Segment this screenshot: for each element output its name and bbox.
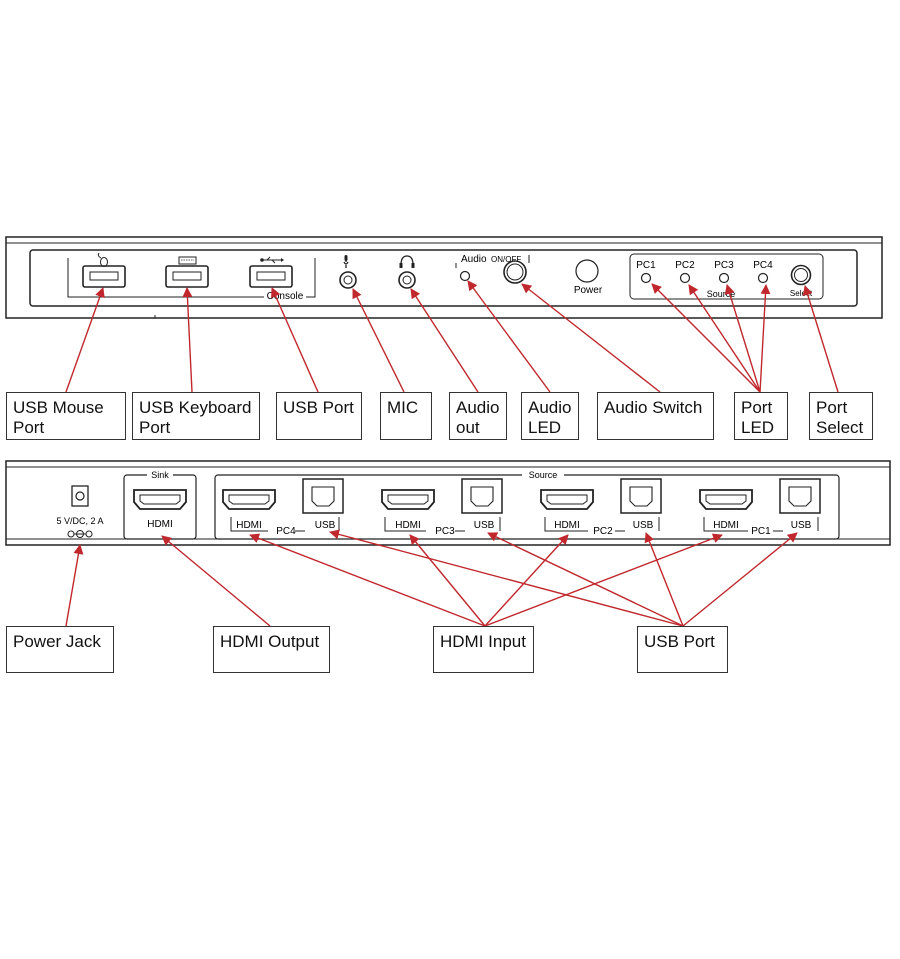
arrow-power-jack xyxy=(65,544,84,627)
mic-icon xyxy=(344,255,348,261)
select-label: Select xyxy=(790,289,813,298)
pc1-usb-port xyxy=(779,478,821,514)
arrow-pc4-led xyxy=(759,284,771,393)
pc3-usb-label: USB xyxy=(474,520,495,531)
arrow-hdmi-in-pc2 xyxy=(484,534,569,627)
power-spec-label: 5 V/DC, 2 A xyxy=(56,516,103,526)
pc2-hdmi-label: HDMI xyxy=(554,520,580,531)
arrow-usb-pc1 xyxy=(682,532,798,627)
power-label: Power xyxy=(574,285,603,296)
mic-jack xyxy=(339,255,357,289)
console-label: Console xyxy=(267,291,304,302)
callout-hdmi-input: HDMI Input xyxy=(433,626,534,673)
callout-mic: MIC xyxy=(380,392,432,440)
callout-usb-port-rear: USB Port xyxy=(637,626,728,673)
headphone-icon xyxy=(400,255,414,266)
pc4-label: PC4 xyxy=(276,526,296,537)
arrow-audio-led xyxy=(467,280,551,393)
pc1-hdmi-label: HDMI xyxy=(713,520,739,531)
audio-led xyxy=(459,270,471,282)
pc4-led xyxy=(757,272,769,284)
audio-onoff-label: ON/OFF xyxy=(491,255,521,264)
port-select-button xyxy=(790,264,812,286)
dc-polarity-icon xyxy=(67,530,93,538)
keyboard-icon xyxy=(178,256,197,265)
callout-audio-led: Audio LED xyxy=(521,392,579,440)
arrow-hdmi-in-pc3 xyxy=(409,534,486,627)
pc1-usb-label: USB xyxy=(791,520,812,531)
arrow-pc1-led xyxy=(651,283,761,393)
usb-console-port xyxy=(249,256,293,288)
pc3-label: PC3 xyxy=(435,526,455,537)
arrow-pc2-led xyxy=(688,284,761,393)
pc2-led xyxy=(679,272,691,284)
pc2-led-label: PC2 xyxy=(675,260,695,271)
callout-power-jack: Power Jack xyxy=(6,626,114,673)
arrow-hdmi-in-pc4 xyxy=(249,533,486,627)
front-panel: Console xyxy=(5,236,883,319)
pc2-hdmi-input xyxy=(540,489,594,510)
pc3-led-label: PC3 xyxy=(714,260,734,271)
rear-panel: 5 V/DC, 2 A Sink HDMI Source HDMI PC4 xyxy=(5,460,891,546)
pc4-hdmi-label: HDMI xyxy=(236,520,262,531)
sink-label: Sink xyxy=(151,470,169,480)
arrow-hdmi-output xyxy=(161,535,271,627)
pc4-led-label: PC4 xyxy=(753,260,773,271)
usb-icon xyxy=(260,256,284,264)
audio-label: Audio xyxy=(461,254,487,265)
front-source-label: Source xyxy=(707,289,736,299)
pc3-led xyxy=(718,272,730,284)
arrow-usb-pc2 xyxy=(644,532,684,627)
pc4-usb-port xyxy=(302,478,344,514)
arrow-mic xyxy=(352,288,405,393)
callout-usb-mouse-port: USB Mouse Port xyxy=(6,392,126,440)
callout-usb-port: USB Port xyxy=(276,392,362,440)
pc1-led xyxy=(640,272,652,284)
pc2-usb-label: USB xyxy=(633,520,654,531)
callout-usb-keyboard-port: USB Keyboard Port xyxy=(132,392,260,440)
pc1-hdmi-input xyxy=(699,489,753,510)
callout-audio-out: Audio out xyxy=(449,392,507,440)
front-arrows xyxy=(65,280,839,393)
pc3-hdmi-input xyxy=(381,489,435,510)
arrow-audio-out xyxy=(410,288,479,393)
pc1-led-label: PC1 xyxy=(636,260,656,271)
arrow-hdmi-in-pc1 xyxy=(484,533,723,627)
callout-audio-switch: Audio Switch xyxy=(597,392,714,440)
pc1-label: PC1 xyxy=(751,526,771,537)
power-button xyxy=(575,259,599,283)
arrow-usb-console xyxy=(271,287,319,393)
pc3-usb-port xyxy=(461,478,503,514)
mouse-icon xyxy=(97,252,108,267)
audio-out-jack xyxy=(398,255,416,289)
source-label: Source xyxy=(529,470,558,480)
callout-port-select: Port Select xyxy=(809,392,873,440)
arrow-usb-pc3 xyxy=(487,532,684,627)
pc4-hdmi-input xyxy=(222,489,276,510)
arrow-usb-pc4 xyxy=(329,529,684,627)
arrow-usb-mouse xyxy=(65,287,105,393)
pc2-label: PC2 xyxy=(593,526,613,537)
audio-switch-button xyxy=(503,260,527,284)
pc3-hdmi-label: HDMI xyxy=(395,520,421,531)
pc4-usb-label: USB xyxy=(315,520,336,531)
arrow-pc3-led xyxy=(724,284,761,393)
arrow-usb-keyboard xyxy=(182,287,193,393)
callout-port-led: Port LED xyxy=(734,392,788,440)
usb-keyboard-port xyxy=(165,256,209,288)
arrow-port-select xyxy=(802,285,839,393)
pc2-usb-port xyxy=(620,478,662,514)
arrow-audio-switch xyxy=(521,283,661,393)
power-jack xyxy=(71,485,89,507)
rear-arrows xyxy=(65,529,798,627)
callout-hdmi-output: HDMI Output xyxy=(213,626,330,673)
sink-hdmi-label: HDMI xyxy=(147,519,173,530)
usb-mouse-port xyxy=(82,252,126,288)
hdmi-output-port xyxy=(133,489,187,510)
